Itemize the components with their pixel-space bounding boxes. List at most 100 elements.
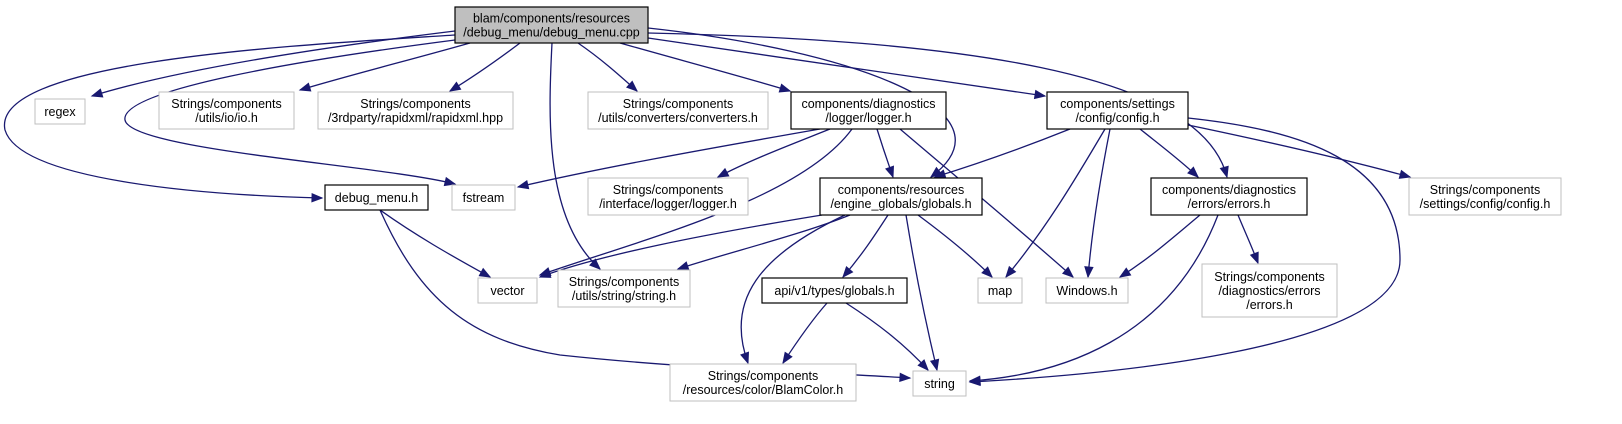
- node-box: [158, 91, 295, 130]
- node-io: Strings/components/utils/io/io.h: [158, 91, 295, 130]
- arrowhead: [1398, 169, 1412, 179]
- node-box: [761, 277, 908, 304]
- node-debug-menu-h[interactable]: debug_menu.h: [324, 184, 429, 211]
- edge-config-to-map: [1005, 128, 1106, 279]
- arrowhead: [1005, 265, 1017, 279]
- node-regex: regex: [34, 98, 86, 125]
- arrowhead: [1219, 165, 1229, 179]
- edge-logger-to-fstream: [516, 128, 821, 190]
- arrowhead: [981, 266, 993, 278]
- node-label-line: components/resources: [838, 183, 964, 197]
- edge-root-to-rapidxml: [448, 42, 521, 92]
- arrowhead: [448, 81, 462, 92]
- edge-config-to-errors: [1139, 128, 1199, 178]
- node-box: [1408, 177, 1562, 216]
- edge-globals-to-apiglobals: [842, 214, 889, 279]
- edge-apiglobals-to-blamcolor: [782, 302, 828, 365]
- node-label-line: Strings/components: [171, 97, 281, 111]
- node-label-line: Strings/components: [1430, 183, 1540, 197]
- node-box: [1150, 177, 1308, 216]
- node-label-line: /utils/converters/converters.h: [598, 111, 758, 125]
- node-globals[interactable]: components/resources/engine_globals/glob…: [819, 177, 983, 216]
- nodes-layer: blam/components/resources/debug_menu/deb…: [34, 6, 1562, 402]
- node-converters: Strings/components/utils/converters/conv…: [587, 91, 769, 130]
- edge-logger-to-globals: [876, 128, 894, 179]
- node-box: [1201, 263, 1338, 318]
- node-label-line: /utils/string/string.h: [572, 289, 676, 303]
- node-box: [912, 370, 967, 397]
- arrowhead: [1061, 266, 1075, 278]
- edge-root-to-converters: [577, 42, 639, 92]
- edge-errors-to-string: [968, 214, 1219, 385]
- arrowhead: [516, 180, 530, 190]
- node-root[interactable]: blam/components/resources/debug_menu/deb…: [454, 6, 649, 44]
- node-config[interactable]: components/settings/config/config.h: [1046, 91, 1189, 130]
- arrowhead: [589, 258, 601, 270]
- edge-root-to-config: [647, 37, 1047, 100]
- arrowhead: [1249, 251, 1259, 265]
- node-label-line: vector: [490, 284, 524, 298]
- node-map: map: [977, 277, 1023, 304]
- node-label-line: Strings/components: [1214, 270, 1324, 284]
- node-box: [1045, 277, 1129, 304]
- arrowhead: [538, 268, 552, 278]
- node-label-line: /debug_menu/debug_menu.cpp: [463, 26, 640, 40]
- node-label-line: regex: [44, 105, 76, 119]
- node-label-line: fstream: [463, 191, 505, 205]
- node-box: [557, 269, 691, 308]
- arrowhead: [626, 80, 639, 92]
- node-logger[interactable]: components/diagnostics/logger/logger.h: [790, 91, 947, 130]
- node-diag-errors: Strings/components/diagnostics/errors/er…: [1201, 263, 1338, 318]
- edge-debug_menu_h-to-vector: [379, 209, 492, 278]
- edge-root-to-regex: [90, 30, 456, 98]
- arrowhead: [917, 359, 929, 371]
- node-box: [587, 177, 749, 216]
- edge-root-to-errors: [647, 32, 1229, 179]
- node-box: [790, 91, 947, 130]
- node-label-line: /utils/io/io.h: [195, 111, 258, 125]
- node-label-line: map: [988, 284, 1012, 298]
- node-box: [454, 6, 649, 44]
- edge-config-to-windows: [1084, 128, 1111, 279]
- node-box: [1046, 91, 1189, 130]
- node-label-line: Strings/components: [360, 97, 470, 111]
- edge-root-to-strutil: [549, 42, 601, 270]
- node-label-line: /resources/color/BlamColor.h: [683, 383, 844, 397]
- edge-globals-to-map: [917, 214, 993, 278]
- arrowhead: [1084, 266, 1094, 279]
- arrowhead: [782, 351, 793, 365]
- node-label-line: /interface/logger/logger.h: [599, 197, 737, 211]
- edge-logger-to-windows: [899, 128, 1075, 278]
- arrowhead: [311, 192, 324, 203]
- arrowhead: [716, 167, 730, 178]
- arrowhead: [443, 176, 457, 187]
- node-apiglobals[interactable]: api/v1/types/globals.h: [761, 277, 908, 304]
- arrowhead: [778, 83, 792, 93]
- node-string: string: [912, 370, 967, 397]
- node-settings-cfg: Strings/components/settings/config/confi…: [1408, 177, 1562, 216]
- node-label-line: components/diagnostics: [801, 97, 935, 111]
- node-box: [34, 98, 86, 125]
- arrowhead: [1033, 89, 1047, 100]
- edge-root-to-fstream: [124, 39, 457, 187]
- node-vector: vector: [477, 277, 538, 304]
- node-blamcolor: Strings/components/resources/color/BlamC…: [669, 363, 857, 402]
- node-label-line: components/settings: [1060, 97, 1175, 111]
- node-label-line: /settings/config/config.h: [1420, 197, 1551, 211]
- arrowhead: [298, 82, 312, 92]
- node-iface-logger: Strings/components/interface/logger/logg…: [587, 177, 749, 216]
- node-box: [819, 177, 983, 216]
- node-label-line: blam/components/resources: [473, 12, 630, 26]
- node-strutil: Strings/components/utils/string/string.h: [557, 269, 691, 308]
- node-box: [669, 363, 857, 402]
- arrowhead: [842, 265, 854, 279]
- node-errors[interactable]: components/diagnostics/errors/errors.h: [1150, 177, 1308, 216]
- arrowhead: [899, 372, 912, 383]
- node-box: [324, 184, 429, 211]
- arrowhead: [968, 375, 981, 385]
- edge-apiglobals-to-string: [845, 302, 929, 371]
- edge-globals-to-vector: [538, 214, 823, 278]
- node-label-line: /errors/errors.h: [1188, 197, 1271, 211]
- node-label-line: api/v1/types/globals.h: [774, 284, 894, 298]
- node-label-line: /errors.h: [1246, 298, 1293, 312]
